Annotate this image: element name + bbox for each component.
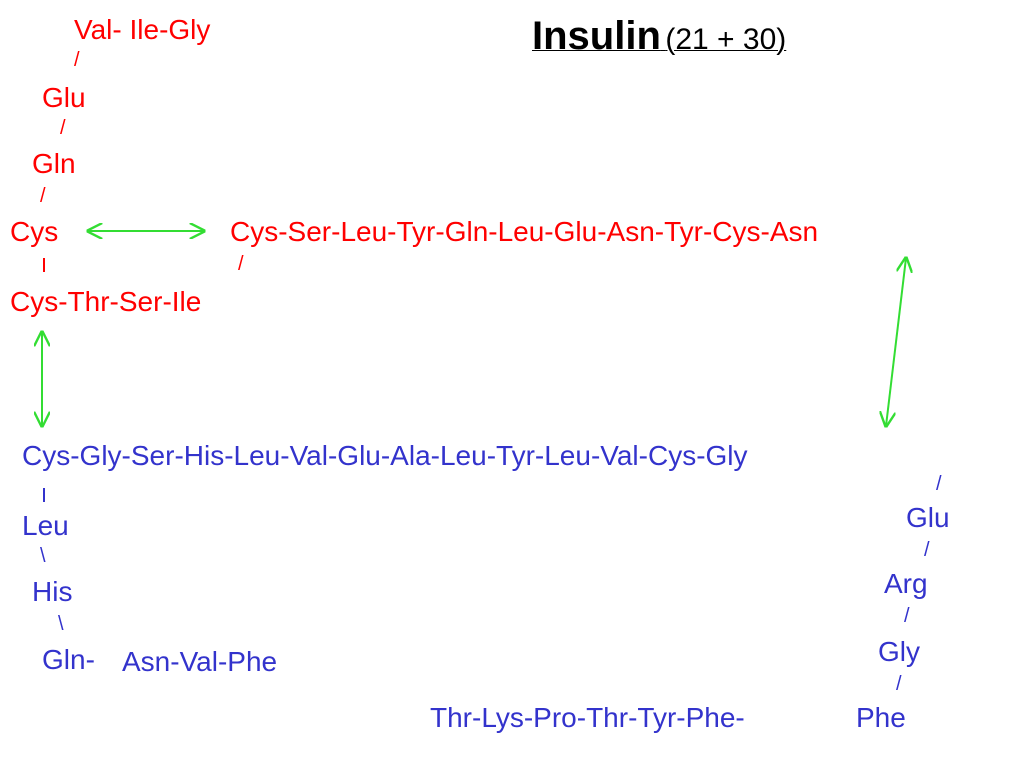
a-chain-bond: / [74, 49, 80, 71]
a-chain-bond: / [60, 117, 66, 139]
b-chain-bond: / [896, 673, 902, 695]
b-chain-n-terminus: Asn-Val-Phe [122, 646, 278, 677]
b-chain-gln: Gln- [42, 644, 95, 675]
b-chain-leu: Leu [22, 510, 69, 541]
title-main: Insulin [532, 14, 661, 58]
a-chain-cys-7-11: Cys-Ser-Leu-Tyr-Gln-Leu-Glu-Asn-Tyr-Cys-… [230, 216, 819, 247]
b-chain-main: Cys-Gly-Ser-His-Leu-Val-Glu-Ala-Leu-Tyr-… [22, 440, 748, 471]
diagram-title: Insulin (21 + 30) [532, 16, 786, 56]
title-sub: (21 + 30) [665, 23, 787, 56]
b-chain-bond: / [936, 473, 942, 495]
a-chain-cys-6: Cys [10, 216, 59, 247]
disulfide-bond-a20-b19 [886, 258, 906, 426]
b-chain-bond: \ [58, 613, 64, 635]
b-chain-arg: Arg [884, 568, 928, 599]
b-chain-glu: Glu [906, 502, 950, 533]
a-chain-n-terminus: Val- Ile-Gly [74, 14, 211, 45]
b-chain-bond: \ [40, 545, 46, 567]
a-chain-glu: Glu [42, 82, 86, 113]
b-chain-phe: Phe [856, 702, 906, 733]
a-chain-bond: / [238, 253, 244, 275]
b-chain-gly: Gly [878, 636, 920, 667]
a-chain-cys-thr-ser-ile: Cys-Thr-Ser-Ile [10, 286, 202, 317]
a-chain-gln: Gln [32, 148, 76, 179]
b-chain-bond: / [904, 605, 910, 627]
b-chain-his: His [32, 576, 73, 607]
b-chain-bond: / [924, 539, 930, 561]
a-chain-bond: / [40, 185, 46, 207]
b-chain-c-terminus: Thr-Lys-Pro-Thr-Tyr-Phe- [430, 702, 745, 733]
